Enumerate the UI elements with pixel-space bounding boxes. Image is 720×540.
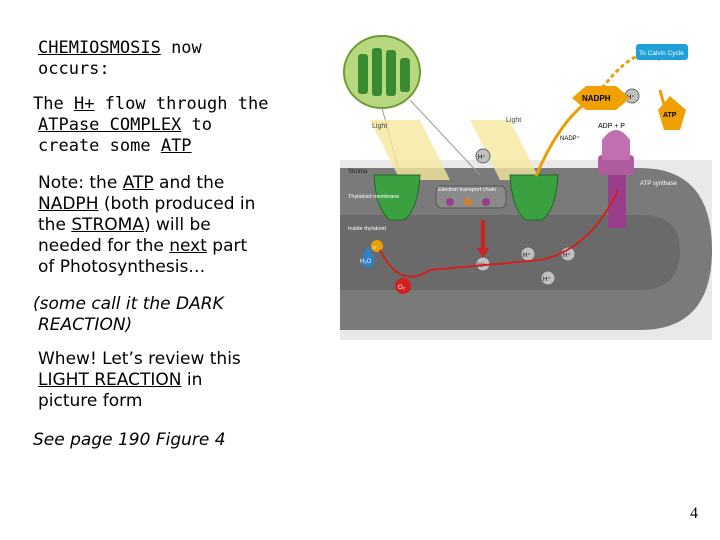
h-label-6: H⁺: [627, 94, 635, 101]
inside-thylakoid-label: Inside thylakoid: [348, 226, 386, 232]
thylakoid-inside: [340, 215, 680, 290]
dark-reaction-line2: REACTION): [38, 315, 133, 335]
h-label-4: H⁺: [563, 252, 571, 259]
atp-synthase-label: ATP synthase: [640, 181, 677, 187]
term-atp: ATP: [160, 136, 192, 156]
electron-carriers: [446, 198, 490, 206]
light-label-2: Light: [506, 117, 521, 124]
nadp-label: NADP⁺: [560, 135, 580, 142]
to-calvin-arrow: [600, 52, 662, 89]
page-reference: See page 190 Figure 4: [33, 430, 226, 450]
para1-line2: occurs:: [38, 59, 110, 79]
nadph-badge: [572, 86, 630, 110]
light-reaction-diagram: Light Light Electron transport chain ATP…: [340, 10, 712, 340]
h-label-5: H⁺: [543, 276, 551, 283]
note-term-atp: ATP: [122, 173, 154, 193]
electron-label: e⁻: [373, 245, 379, 251]
term-chemiosmosis: CHEMIOSMOSIS: [38, 38, 161, 58]
h-label-1: H⁺: [478, 154, 486, 161]
chloroplast-icon: [343, 35, 481, 176]
nadph-label: NADPH: [582, 94, 611, 103]
calvin-cycle-box: [636, 44, 688, 60]
page-number: 4: [690, 505, 698, 522]
calvin-label: To Calvin Cycle: [639, 50, 684, 57]
h2o-label: H₂O: [360, 259, 372, 265]
note-term-nadph: NADPH: [38, 194, 99, 214]
review-line1: Whew! Let’s review this: [38, 349, 241, 369]
light-label-1: Light: [372, 123, 387, 130]
term-light-reaction: LIGHT REACTION: [38, 370, 182, 390]
light-beams: [370, 120, 540, 180]
h-label-3: H⁺: [523, 252, 531, 259]
review-line3: picture form: [38, 391, 143, 411]
water-drop: [361, 246, 375, 268]
oxygen-molecule: [395, 278, 411, 294]
term-h-plus: H+: [73, 94, 95, 114]
note-line5: of Photosynthesis…: [38, 257, 206, 277]
thylakoid-membrane-label: Thylakoid membrane: [348, 194, 399, 200]
dark-reaction-line1: (some call it the DARK: [33, 294, 224, 314]
term-atpase-complex: ATPase COMPLEX: [38, 115, 182, 135]
atp-label: ATP: [663, 112, 677, 119]
electron-e1: [371, 240, 383, 252]
etc-label: Electron transport chain: [438, 187, 496, 193]
note-term-next: next: [169, 236, 207, 256]
adp-label: ADP + P: [598, 123, 625, 130]
note-term-stroma: STROMA: [71, 215, 144, 235]
atp-badge: [658, 96, 686, 130]
o2-label: O₂: [398, 285, 406, 291]
photosystem-1: [509, 174, 559, 221]
atp-synthase: [598, 130, 634, 228]
stroma-label: Stroma: [348, 169, 368, 175]
h-flow-arrowhead: [477, 248, 489, 258]
photosystem-2: [373, 174, 421, 221]
electron-path: [379, 189, 619, 278]
